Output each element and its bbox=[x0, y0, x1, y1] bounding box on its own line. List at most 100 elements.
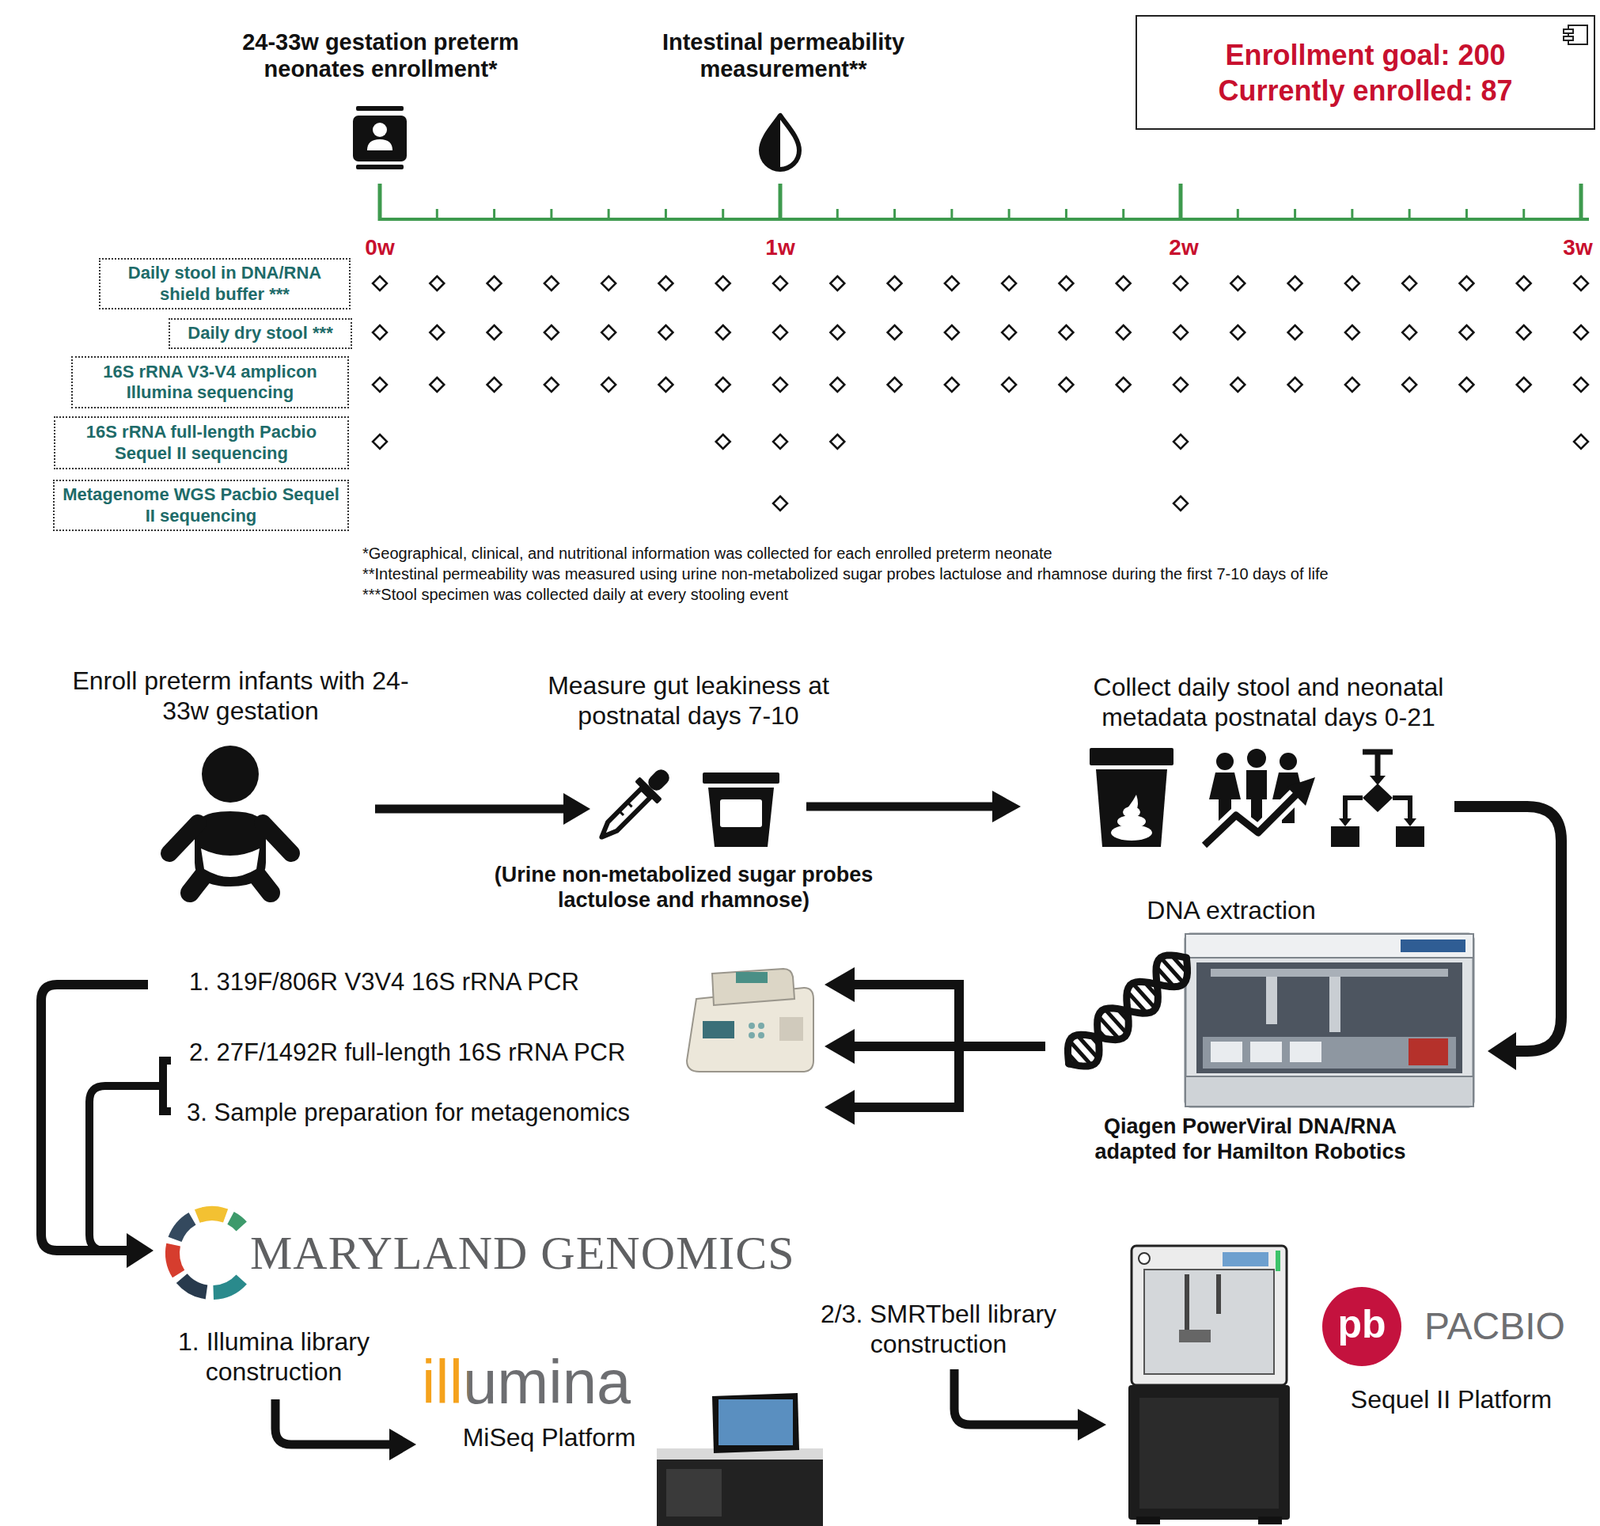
day-tick bbox=[492, 208, 496, 221]
sample-row-label: Daily dry stool *** bbox=[168, 318, 353, 349]
pacbio-wordmark: PACBIO bbox=[1424, 1304, 1566, 1350]
urine-cup-icon bbox=[702, 772, 780, 847]
thermocycler-illustration-part bbox=[735, 971, 768, 983]
day-tick bbox=[1122, 208, 1125, 221]
thermocycler-illustration-part bbox=[758, 1031, 765, 1039]
sample-diamond bbox=[487, 276, 502, 291]
step-caption: Collect daily stool and neonatal metadat… bbox=[1058, 672, 1479, 733]
sample-diamond bbox=[1230, 325, 1245, 340]
sample-diamond bbox=[773, 434, 788, 449]
sample-diamond bbox=[716, 434, 731, 449]
week-label: 3w bbox=[1562, 234, 1593, 261]
people-trend-icon-part bbox=[1279, 752, 1297, 770]
sequel-ii-illustration-part bbox=[1139, 1397, 1279, 1509]
id-card-icon-part bbox=[367, 139, 393, 151]
flow-arrows-part bbox=[89, 1060, 171, 1251]
sample-diamond bbox=[372, 377, 387, 392]
sample-diamond bbox=[1058, 325, 1073, 340]
sample-diamond bbox=[1116, 325, 1131, 340]
component-icon-part bbox=[1568, 25, 1588, 45]
helix-strand bbox=[1057, 944, 1199, 1077]
sample-row-label: 16S rRNA full-length Pacbio Sequel II se… bbox=[53, 416, 349, 470]
baby-icon-part bbox=[262, 822, 292, 854]
pcr-step: 2. 27F/1492R full-length 16S rRNA PCR bbox=[189, 1038, 626, 1068]
day-tick bbox=[836, 208, 839, 221]
dropper-icon-part bbox=[618, 802, 632, 816]
hamilton-robot-illustration-part bbox=[1202, 1036, 1456, 1069]
sample-diamond bbox=[830, 276, 845, 291]
flow-arrows-part bbox=[41, 984, 148, 1251]
hamilton-robot-illustration-part bbox=[1185, 933, 1474, 1107]
week-tick bbox=[378, 183, 383, 221]
node-text: Enrollment goal: 200 bbox=[1224, 37, 1506, 73]
stool-cup-icon bbox=[1089, 747, 1174, 847]
sample-diamond bbox=[1173, 325, 1188, 340]
component-icon-part bbox=[1563, 29, 1574, 34]
sample-diamond bbox=[1230, 276, 1245, 291]
sample-diamond bbox=[887, 325, 903, 340]
day-tick bbox=[1065, 208, 1068, 221]
hamilton-robot-illustration-part bbox=[1185, 1076, 1474, 1107]
sequel-ii-illustration-part bbox=[1131, 1245, 1287, 1385]
pcr-step: 1. 319F/806R V3V4 16S rRNA PCR bbox=[189, 967, 580, 998]
day-tick bbox=[1408, 208, 1411, 221]
flow-arrows-part bbox=[389, 1428, 417, 1460]
thermocycler-illustration-part bbox=[712, 968, 795, 1005]
sample-diamond bbox=[429, 325, 444, 340]
flow-arrows-part bbox=[1454, 806, 1562, 1051]
hamilton-robot-illustration-part bbox=[1408, 1038, 1449, 1066]
sample-diamond bbox=[773, 325, 788, 340]
platform-caption: Sequel II Platform bbox=[1350, 1384, 1552, 1415]
pacbio-logo-letters: pb bbox=[1337, 1300, 1386, 1348]
sample-diamond bbox=[1573, 434, 1589, 449]
sample-diamond bbox=[1573, 325, 1589, 340]
flow-arrows-part bbox=[126, 1232, 154, 1268]
node-text: Daily dry stool *** bbox=[187, 322, 333, 344]
sample-diamond bbox=[716, 276, 731, 291]
flowchart-icon-part bbox=[1338, 818, 1352, 827]
hamilton-robot-illustration-part bbox=[1329, 976, 1341, 1032]
sequel-ii-illustration-part bbox=[1138, 1252, 1150, 1264]
component-icon-part bbox=[1563, 36, 1574, 41]
timeline-axis bbox=[379, 217, 1589, 221]
day-tick bbox=[1293, 208, 1297, 221]
helix-strand bbox=[1057, 944, 1199, 1077]
flow-arrows-part bbox=[375, 804, 565, 814]
sample-diamond bbox=[544, 276, 559, 291]
flowchart-icon-part bbox=[1362, 783, 1393, 812]
logo-arc bbox=[213, 1279, 243, 1293]
step-note: Qiagen PowerViral DNA/RNA adapted for Ha… bbox=[1064, 1114, 1437, 1165]
day-tick bbox=[721, 208, 725, 221]
id-card-icon-part bbox=[356, 106, 404, 111]
sample-diamond bbox=[716, 377, 731, 392]
sample-diamond bbox=[1516, 325, 1532, 340]
sequel-ii-illustration-part bbox=[1222, 1251, 1269, 1267]
day-tick bbox=[950, 208, 953, 221]
sample-diamond bbox=[1001, 276, 1017, 291]
pacbio-logo-circle-part bbox=[1322, 1286, 1402, 1366]
sequel-ii-illustration-part bbox=[1275, 1250, 1281, 1271]
flow-arrows-part bbox=[853, 984, 1041, 1108]
miseq-illustration-part bbox=[718, 1399, 793, 1445]
flow-arrows-part bbox=[563, 792, 591, 825]
flow-arrows-part bbox=[1077, 1408, 1107, 1441]
id-card-icon bbox=[352, 106, 407, 170]
day-tick bbox=[436, 208, 439, 221]
sequel-ii-illustration-part bbox=[1186, 1273, 1219, 1330]
stool-cup-icon-part bbox=[1126, 794, 1138, 811]
baby-icon-part bbox=[169, 822, 198, 854]
sample-diamond bbox=[1345, 325, 1360, 340]
step-caption: Enroll preterm infants with 24-33w gesta… bbox=[62, 666, 419, 727]
sample-diamond bbox=[1058, 377, 1073, 392]
sample-diamond bbox=[773, 377, 788, 392]
node-text: Daily stool in DNA/RNA shield buffer *** bbox=[106, 262, 343, 305]
thermocycler-illustration bbox=[686, 968, 814, 1072]
sample-diamond bbox=[1459, 276, 1474, 291]
footnote: ***Stool specimen was collected daily at… bbox=[362, 585, 789, 605]
pacbio-logo-circle bbox=[1322, 1286, 1402, 1366]
illumina-wordmark: illumina bbox=[421, 1345, 631, 1419]
permeability-drop-icon bbox=[761, 115, 800, 170]
footnote: *Geographical, clinical, and nutritional… bbox=[362, 544, 1053, 564]
hamilton-robot-illustration-part bbox=[1250, 1041, 1282, 1062]
